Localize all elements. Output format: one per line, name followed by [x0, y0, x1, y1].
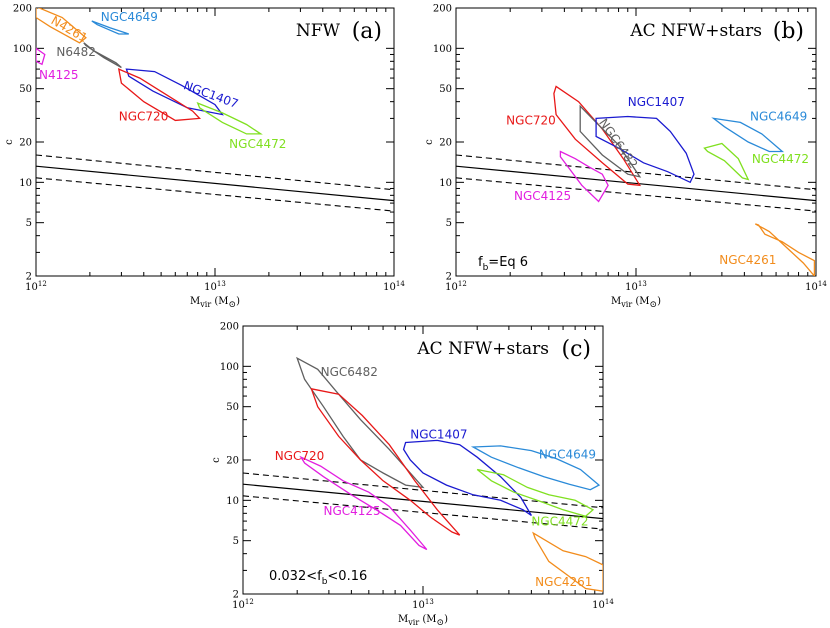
- data-layer: [456, 85, 816, 276]
- y-tick-label: 2: [26, 272, 32, 283]
- baryon-fraction-note: 0.032<fb<0.16: [269, 569, 367, 587]
- contour-ngc4261: [754, 223, 816, 276]
- scatter-upper-line: [36, 154, 394, 191]
- y-tick-label: 10: [439, 178, 452, 189]
- contour-ngc4649: [711, 117, 785, 153]
- panel-tag: (a): [352, 19, 382, 44]
- label-ngc4261: NGC4261: [535, 575, 592, 589]
- panel-tag: (b): [773, 19, 804, 44]
- scatter-upper-line: [456, 154, 816, 191]
- model-label: AC NFW+stars: [416, 339, 549, 359]
- label-ngc4125: NGC4125: [323, 504, 380, 518]
- y-tick-label: 20: [439, 138, 452, 149]
- label-ngc4261: NGC4261: [719, 253, 776, 267]
- y-tick-label: 100: [220, 362, 239, 373]
- median-relation-line: [456, 165, 816, 202]
- data-layer: [243, 356, 603, 592]
- y-tick-label: 50: [226, 402, 239, 413]
- label-ngc720: NGC720: [506, 114, 556, 128]
- contour-ngc720: [310, 387, 461, 536]
- y-tick-label: 10: [226, 496, 239, 507]
- y-tick-label: 50: [439, 84, 452, 95]
- contour-ngc4649: [91, 20, 130, 35]
- contour-ngc720: [117, 68, 202, 122]
- contour-ngc4125: [299, 455, 428, 551]
- label-n6482: N6482: [56, 45, 96, 59]
- label-ngc4472: NGC4472: [752, 152, 809, 166]
- label-ngc4472: NGC4472: [531, 514, 588, 528]
- scatter-lower-line: [243, 495, 603, 530]
- label-ngc1407: NGC1407: [628, 95, 685, 109]
- x-tick-label: 1014: [805, 280, 827, 293]
- x-tick-label: 1013: [412, 598, 434, 611]
- label-ngc4472: NGC4472: [229, 137, 286, 151]
- baryon-fraction-note: fb=Eq 6: [478, 255, 528, 273]
- y-axis-label: c: [4, 139, 15, 145]
- plot-frame: [455, 7, 817, 277]
- x-tick-label: 1012: [25, 280, 47, 293]
- y-tick-label: 100: [433, 44, 452, 55]
- scatter-lower-line: [456, 177, 816, 212]
- contour-n4125: [36, 47, 46, 66]
- x-tick-label: 1014: [383, 280, 405, 293]
- y-tick-label: 5: [26, 218, 32, 229]
- y-tick-label: 200: [220, 322, 239, 333]
- contour-ngc6482: [579, 104, 642, 178]
- contour-ngc4472: [703, 142, 750, 181]
- model-label: AC NFW+stars: [629, 21, 762, 41]
- median-relation-line: [36, 165, 394, 202]
- contour-ngc4472: [476, 468, 595, 518]
- contour-ngc4472: [196, 101, 263, 135]
- x-tick-label: 1012: [232, 598, 254, 611]
- contour-n4261: [36, 8, 87, 44]
- label-n4125: N4125: [39, 68, 79, 82]
- label-ngc4649: NGC4649: [539, 448, 596, 462]
- contour-ngc4649: [470, 445, 601, 491]
- y-tick-label: 2: [233, 590, 239, 601]
- contour-ngc4125: [559, 150, 609, 203]
- x-tick-label: 1013: [204, 280, 226, 293]
- contour-ngc1407: [402, 439, 532, 517]
- y-tick-label: 20: [226, 456, 239, 467]
- contour-ngc4261: [532, 531, 603, 592]
- x-axis-label: Mvir (M⊙): [611, 296, 661, 310]
- contour-ngc1407: [125, 68, 224, 116]
- y-tick-label: 20: [19, 138, 32, 149]
- y-tick-label: 100: [13, 44, 32, 55]
- x-tick-label: 1013: [625, 280, 647, 293]
- y-tick-label: 200: [433, 4, 452, 15]
- x-axis-label: Mvir (M⊙): [190, 296, 240, 310]
- y-tick-label: 50: [19, 84, 32, 95]
- label-ngc1407: NGC1407: [410, 427, 467, 441]
- label-ngc720: NGC720: [275, 449, 325, 463]
- label-ngc4649: NGC4649: [750, 109, 807, 123]
- label-ngc1407: NGC1407: [182, 78, 241, 111]
- label-ngc720: NGC720: [119, 109, 169, 123]
- y-axis-label: c: [424, 139, 435, 145]
- contour-ngc1407: [595, 115, 695, 184]
- label-ngc6482: NGC6482: [321, 365, 378, 379]
- y-tick-label: 5: [233, 536, 239, 547]
- y-axis-label: c: [211, 457, 222, 463]
- label-ngc4125: NGC4125: [514, 189, 571, 203]
- x-tick-label: 1012: [445, 280, 467, 293]
- x-axis-label: Mvir (M⊙): [398, 614, 448, 628]
- median-relation-line: [243, 483, 603, 520]
- y-tick-label: 5: [446, 218, 452, 229]
- panel-tag: (c): [562, 337, 592, 362]
- y-tick-label: 2: [446, 272, 452, 283]
- y-tick-label: 10: [19, 178, 32, 189]
- y-tick-label: 200: [13, 4, 32, 15]
- label-ngc4649: NGC4649: [101, 10, 158, 24]
- data-layer: [36, 8, 394, 212]
- x-tick-label: 1014: [592, 598, 614, 611]
- contour-n6482: [83, 42, 122, 69]
- model-label: NFW: [296, 21, 341, 41]
